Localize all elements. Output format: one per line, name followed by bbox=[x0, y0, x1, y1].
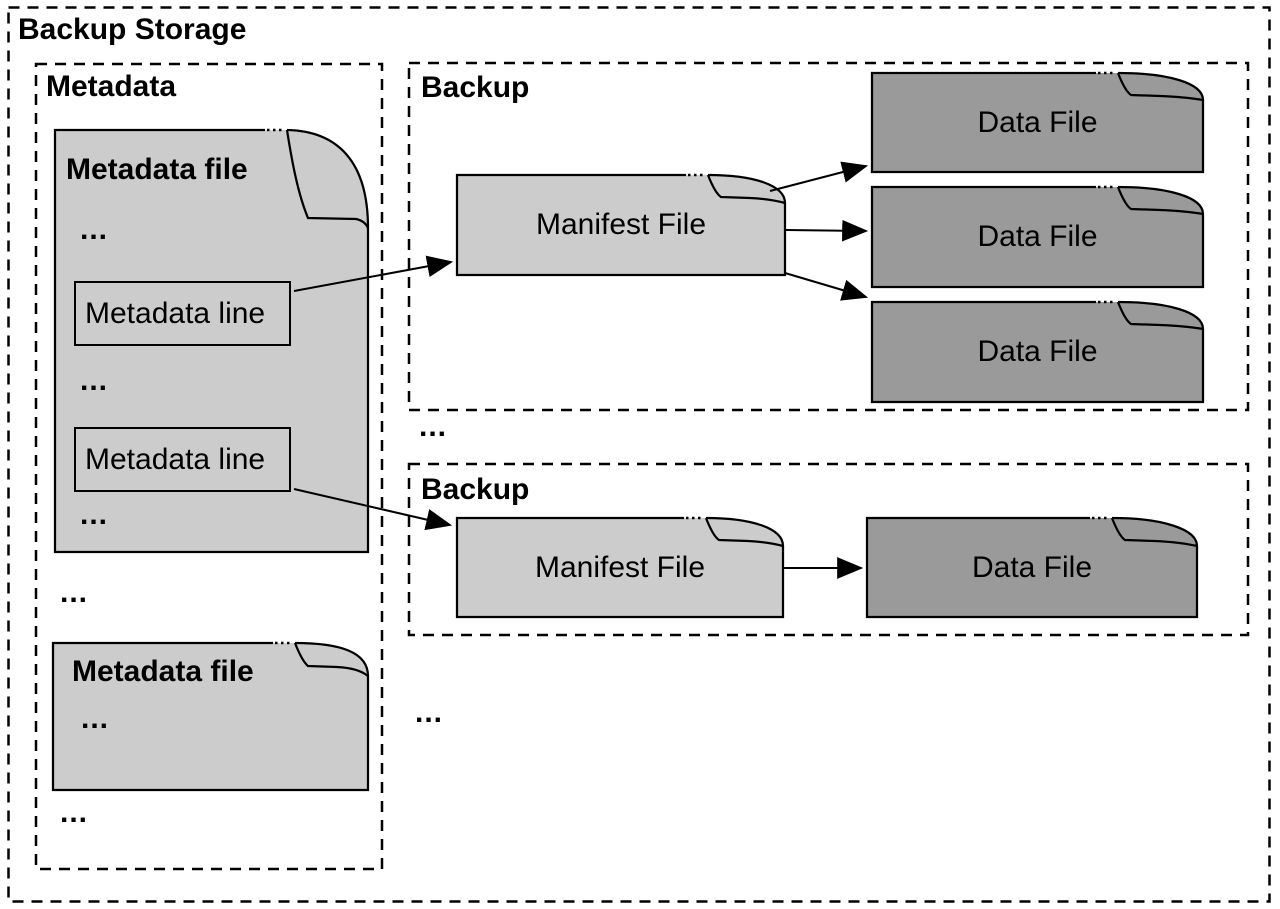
data-file-2-label: Data File bbox=[977, 220, 1098, 253]
data-file-1-label: Data File bbox=[977, 105, 1098, 139]
arrow-metadata-line1-to-manifest1 bbox=[293, 255, 454, 292]
metadata-file-1-dots-middle: ... bbox=[80, 364, 109, 397]
data-file-2-shape bbox=[870, 185, 1205, 289]
data-file-2-fold bbox=[1116, 186, 1204, 216]
metadata-line-1-label: Metadata line bbox=[85, 296, 266, 330]
arrow-metadata-line2-to-manifest2 bbox=[293, 488, 453, 531]
metadata-line-2-label: Metadata line bbox=[85, 442, 266, 476]
data-file-4-label: Data File bbox=[971, 550, 1093, 584]
metadata-line-1: Metadata line bbox=[74, 281, 291, 346]
data-file-1-shape bbox=[870, 71, 1205, 174]
arrow-manifest1-to-datafile1 bbox=[769, 161, 869, 192]
data-file-3-shape bbox=[870, 300, 1205, 404]
backup2-section-label: Backup bbox=[421, 473, 530, 506]
data-file-4-shape bbox=[865, 516, 1199, 619]
metadata-file-1-dots-top: ... bbox=[80, 213, 109, 246]
manifest-file-1-label: Manifest File bbox=[535, 208, 707, 241]
metadata-line-2: Metadata line bbox=[74, 427, 291, 492]
manifest-file-2-fold bbox=[704, 517, 784, 548]
arrow-manifest1-to-datafile3 bbox=[784, 272, 869, 301]
metadata-file-2-dots: ... bbox=[81, 702, 110, 735]
backup1-container-border bbox=[407, 61, 1250, 412]
metadata-file-1-title: Metadata file bbox=[66, 153, 248, 186]
metadata-dots-between-files: ... bbox=[60, 576, 89, 609]
data-file-3-fold bbox=[1116, 301, 1204, 331]
data-file-1-fold bbox=[1116, 72, 1204, 102]
metadata-container-border bbox=[34, 62, 384, 871]
metadata-file-1-fold bbox=[285, 129, 370, 229]
metadata-dots-after-files: ... bbox=[60, 796, 89, 829]
manifest-file-2-shape bbox=[455, 516, 785, 619]
manifest-file-1-fold bbox=[706, 174, 786, 205]
metadata-file-2-shape bbox=[51, 641, 370, 792]
metadata-section-label: Metadata bbox=[46, 70, 177, 103]
data-file-4-fold bbox=[1110, 517, 1198, 548]
dots-after-backups: ... bbox=[415, 696, 444, 729]
data-file-3-label: Data File bbox=[977, 335, 1098, 368]
metadata-file-1-dots-bottom: ... bbox=[80, 498, 109, 531]
dots-between-backups: ... bbox=[419, 410, 448, 443]
backup1-section-label: Backup bbox=[421, 71, 530, 104]
metadata-file-2-title: Metadata file bbox=[72, 655, 254, 688]
metadata-file-2-fold bbox=[293, 642, 369, 677]
backup2-container-border bbox=[407, 462, 1250, 637]
manifest-file-2-label: Manifest File bbox=[534, 550, 706, 584]
diagram-title: Backup Storage bbox=[18, 13, 247, 46]
arrow-manifest1-to-datafile2 bbox=[785, 219, 869, 242]
backup-storage-container-border bbox=[7, 6, 1271, 903]
